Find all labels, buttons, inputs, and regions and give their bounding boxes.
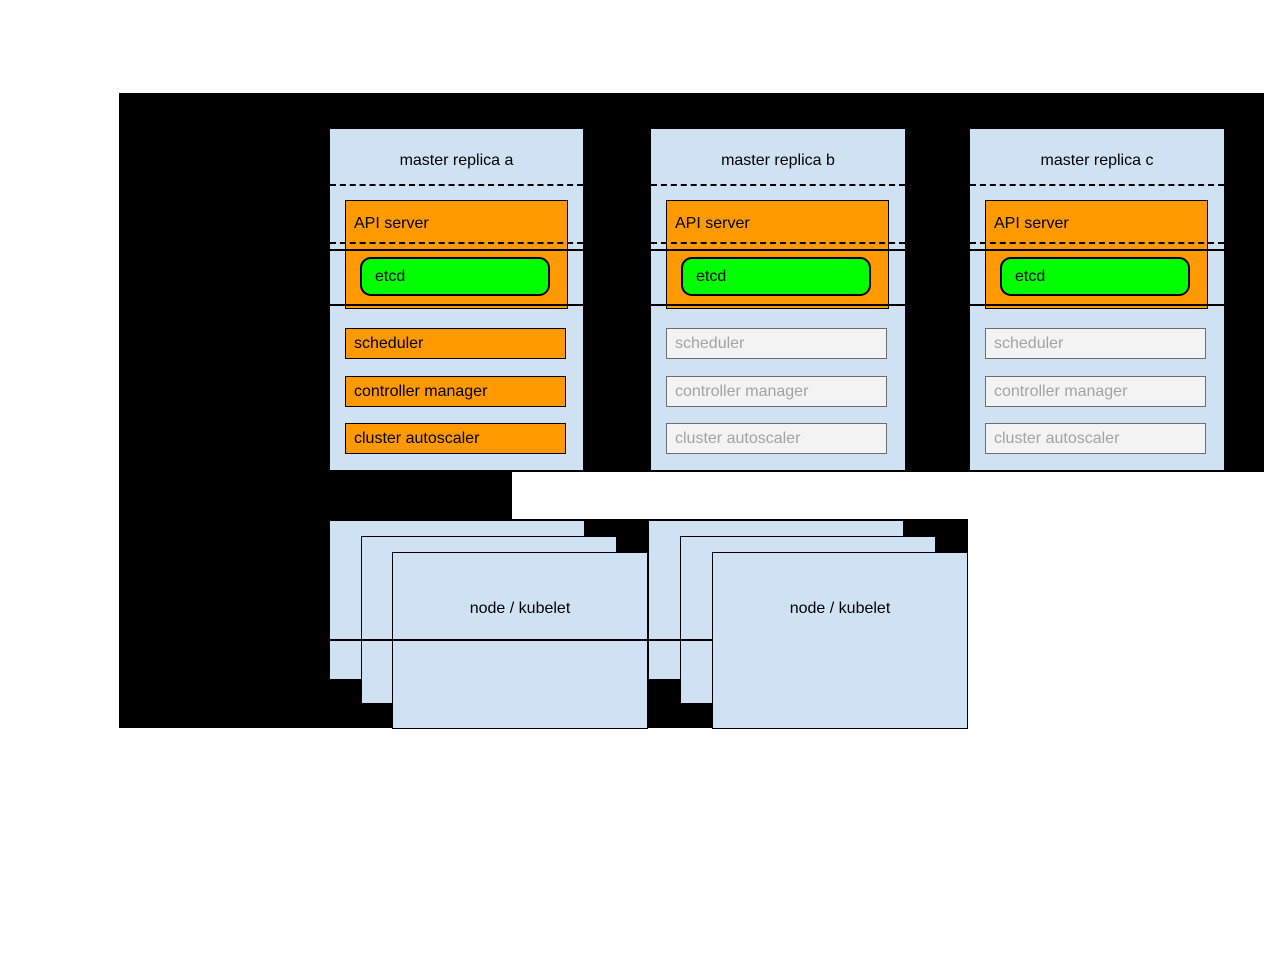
etcd-box: etcd	[360, 257, 550, 296]
cluster-autoscaler-box: cluster autoscaler	[666, 423, 887, 454]
api-server-label: API server	[675, 214, 750, 232]
etcd-band-bottom-line	[330, 304, 583, 306]
zone-divider-dashed	[970, 184, 1224, 186]
cluster-autoscaler-box: cluster autoscaler	[985, 423, 1206, 454]
controller-manager-box: controller manager	[345, 376, 566, 407]
master-replica-c-panel: master replica c API server etcd schedul…	[969, 128, 1225, 471]
etcd-band-bottom-line	[651, 304, 905, 306]
api-server-label: API server	[354, 214, 429, 232]
etcd-box: etcd	[1000, 257, 1190, 296]
etcd-box: etcd	[681, 257, 871, 296]
etcd-band-bottom-line	[970, 304, 1224, 306]
controller-manager-box: controller manager	[666, 376, 887, 407]
master-replica-b-title: master replica b	[721, 152, 835, 169]
master-replica-a-title: master replica a	[399, 152, 514, 169]
api-server-label: API server	[994, 214, 1069, 232]
zone-divider-dashed	[970, 242, 1224, 244]
scheduler-box: scheduler	[345, 328, 566, 359]
zone-divider-dashed	[330, 184, 583, 186]
node-stack2-front-box: node / kubelet	[712, 552, 968, 729]
etcd-band-top-line	[651, 249, 905, 251]
controller-manager-box: controller manager	[985, 376, 1206, 407]
node-divider-line	[329, 639, 713, 641]
zone-divider-dashed	[651, 184, 905, 186]
node-kubelet-label: node / kubelet	[789, 600, 891, 617]
master-replica-c-title: master replica c	[1040, 152, 1154, 169]
master-replica-b-panel: master replica b API server etcd schedul…	[650, 128, 906, 471]
master-replica-a-panel: master replica a API server etcd schedul…	[329, 128, 584, 471]
zone-divider-dashed	[651, 242, 905, 244]
scheduler-box: scheduler	[666, 328, 887, 359]
node-kubelet-label: node / kubelet	[469, 600, 571, 617]
cluster-autoscaler-box: cluster autoscaler	[345, 423, 566, 454]
etcd-band-top-line	[330, 249, 583, 251]
scheduler-box: scheduler	[985, 328, 1206, 359]
zone-divider-dashed	[330, 242, 583, 244]
etcd-band-top-line	[970, 249, 1224, 251]
